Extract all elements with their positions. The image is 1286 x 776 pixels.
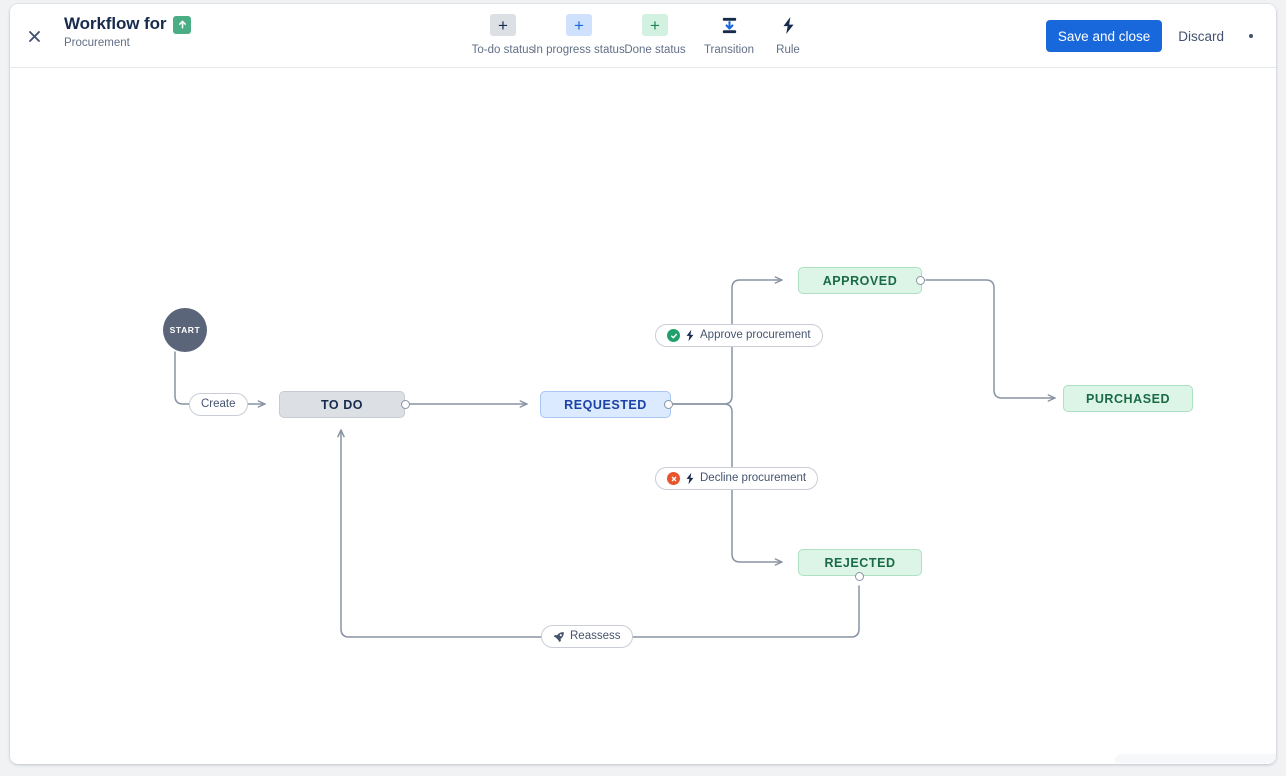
lightning-bolt-icon	[775, 14, 801, 36]
plus-icon: +	[490, 14, 516, 36]
error-circle-icon	[667, 472, 680, 485]
transition-approve-procurement[interactable]: Approve procurement	[655, 324, 823, 347]
add-in-progress-status-button[interactable]: + In progress status	[533, 10, 625, 56]
toolbar: + To-do status + In progress status + Do…	[465, 10, 811, 56]
start-label: START	[169, 325, 201, 335]
page-subtitle: Procurement	[64, 37, 130, 49]
more-actions-icon[interactable]	[1240, 20, 1262, 52]
status-label: PURCHASED	[1085, 391, 1171, 406]
toolbar-label: In progress status	[533, 44, 625, 56]
editor-header: Workflow for Procurement + To-do status …	[10, 4, 1276, 68]
rocket-icon	[553, 631, 565, 643]
zoom-control	[1115, 754, 1276, 763]
lightning-bolt-icon	[685, 329, 695, 342]
toolbar-label: To-do status	[471, 44, 535, 56]
check-circle-icon	[667, 329, 680, 342]
port-to-do-right[interactable]	[401, 400, 410, 409]
plus-icon: +	[566, 14, 592, 36]
transition-create[interactable]: Create	[189, 393, 248, 416]
transition-label: Reassess	[570, 629, 621, 642]
transition-reassess[interactable]: Reassess	[541, 625, 633, 648]
status-label: REQUESTED	[564, 397, 647, 412]
start-node[interactable]: START	[163, 308, 207, 352]
close-icon[interactable]	[18, 20, 50, 52]
status-node-purchased[interactable]: PURCHASED	[1063, 385, 1193, 412]
add-transition-button[interactable]: Transition	[693, 10, 765, 56]
toolbar-label: Transition	[703, 44, 755, 56]
page-title: Workflow for	[64, 14, 167, 33]
workflow-editor-modal: Workflow for Procurement + To-do status …	[10, 4, 1276, 764]
workflow-canvas[interactable]: START Create TO DO REQUESTED APPROVED PU…	[10, 68, 1276, 763]
status-node-requested[interactable]: REQUESTED	[540, 391, 671, 418]
title-block: Workflow for Procurement	[64, 14, 192, 49]
lightning-bolt-icon	[685, 472, 695, 485]
status-node-rejected[interactable]: REJECTED	[798, 549, 922, 576]
status-label: APPROVED	[822, 273, 898, 288]
add-todo-status-button[interactable]: + To-do status	[465, 10, 541, 56]
port-rejected-bottom[interactable]	[855, 572, 864, 581]
transition-label: Create	[201, 397, 236, 410]
header-actions: Save and close Discard	[1045, 20, 1262, 52]
toolbar-label: Done status	[624, 44, 686, 56]
transition-icon	[716, 14, 742, 36]
status-node-to-do[interactable]: TO DO	[279, 391, 405, 418]
plus-icon: +	[642, 14, 668, 36]
status-label: TO DO	[320, 397, 364, 412]
port-approved-right[interactable]	[916, 276, 925, 285]
add-rule-button[interactable]: Rule	[765, 10, 811, 56]
status-label: REJECTED	[824, 555, 896, 570]
story-up-arrow-icon	[173, 15, 192, 34]
status-node-approved[interactable]: APPROVED	[798, 267, 922, 294]
toolbar-label: Rule	[776, 44, 800, 56]
port-requested-right[interactable]	[664, 400, 673, 409]
transition-label: Approve procurement	[700, 328, 811, 341]
save-and-close-button[interactable]: Save and close	[1045, 20, 1163, 52]
add-done-status-button[interactable]: + Done status	[617, 10, 693, 56]
transition-decline-procurement[interactable]: Decline procurement	[655, 467, 819, 490]
discard-button[interactable]: Discard	[1166, 20, 1236, 52]
transition-label: Decline procurement	[700, 471, 807, 484]
